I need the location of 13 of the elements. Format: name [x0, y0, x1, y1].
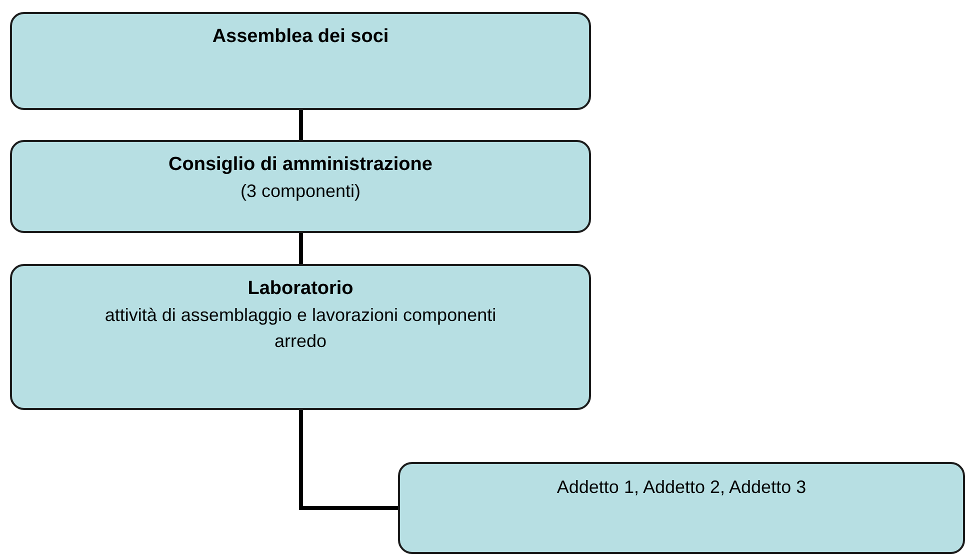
box-heading: Laboratorio [248, 277, 354, 301]
connector-line [299, 233, 303, 264]
org-box [398, 462, 965, 554]
box-text: attività di assemblaggio e lavorazioni componenti arredo [104, 304, 498, 353]
org-box [10, 12, 591, 110]
connector-line [299, 410, 398, 510]
org-box [10, 140, 591, 233]
box-text: (3 componenti) [240, 180, 361, 203]
org-box [10, 264, 591, 410]
box-text: Addetto 1, Addetto 2, Addetto 3 [556, 476, 806, 499]
box-heading: Assemblea dei soci [212, 25, 389, 49]
box-heading: Consiglio di amministrazione [168, 153, 432, 177]
connector-line [299, 110, 303, 140]
